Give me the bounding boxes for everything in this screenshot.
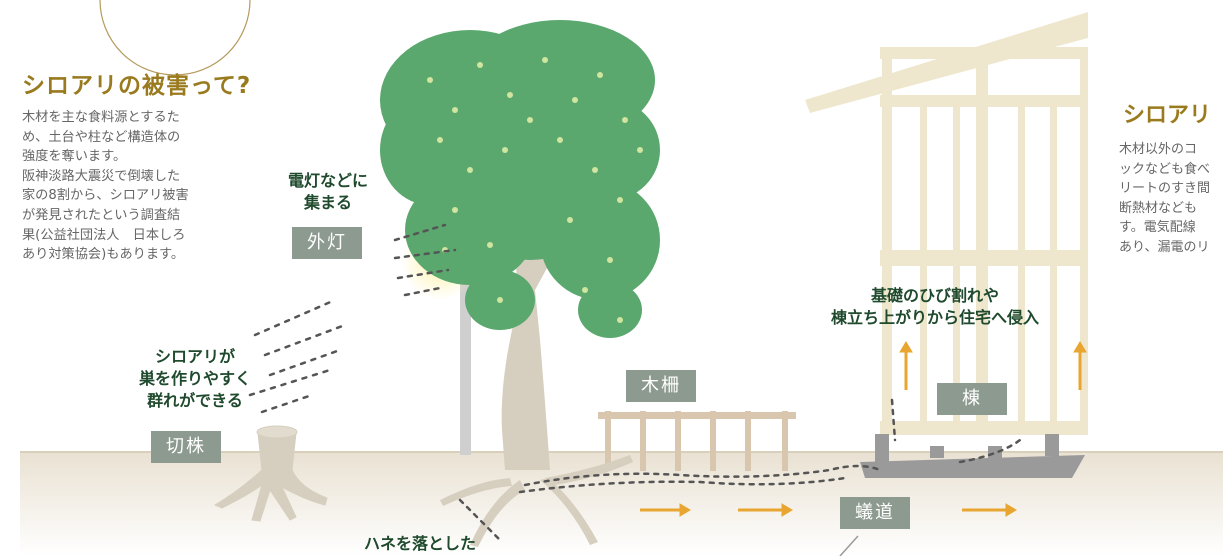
caption-stump: シロアリが 巣を作りやすく 群れができる <box>138 347 251 410</box>
fence <box>598 411 796 471</box>
body-line: あり、漏電のリ <box>1119 239 1210 255</box>
tag-trail: 蟻道 <box>840 497 910 529</box>
body-line: リートのすき間 <box>1119 181 1211 197</box>
left-panel-title: シロアリの被害って? <box>22 73 252 99</box>
pointer-line <box>839 535 859 556</box>
body-line: 阪神淡路大震災で倒壊した <box>22 168 181 184</box>
tag-streetlight: 外灯 <box>292 227 362 259</box>
tag-fence: 木柵 <box>626 370 696 402</box>
left-panel-body: 木材を主な食料源とするた め、土台や柱など構造体の 強度を奪います。 阪神淡路大… <box>22 108 254 265</box>
tree-leaves <box>427 57 643 323</box>
body-line: す。電気配線 <box>1119 220 1196 236</box>
body-line: 強度を奪います。 <box>22 149 127 165</box>
tag-house: 棟 <box>937 383 1007 415</box>
tag-stump: 切株 <box>151 431 221 463</box>
body-line: ックなども食べ <box>1119 161 1211 177</box>
tree-canopy <box>380 20 660 338</box>
stump <box>213 425 328 522</box>
right-panel-body: 木材以外のコ ックなども食べ リートのすき間 断熱材なども す。電気配線 あり、… <box>1119 140 1210 258</box>
decor-circle <box>99 0 251 76</box>
body-line: 断熱材なども <box>1119 200 1198 216</box>
body-line: あり対策協会)もあります。 <box>22 247 185 263</box>
body-line: 木材を主な食料源とするた <box>22 110 180 125</box>
house-frame <box>805 12 1088 435</box>
foundation <box>860 434 1085 478</box>
caption-wings: ハネを落とした <box>363 534 476 553</box>
body-line: 家の8割から、シロアリ被害 <box>22 188 189 204</box>
body-line: 果(公益社団法人 日本しろ <box>22 227 186 243</box>
light-swarm <box>393 223 457 297</box>
swarm <box>248 298 347 414</box>
body-line: が発見されたという調査結 <box>22 207 181 223</box>
arrows <box>640 341 1087 517</box>
body-line: 木材以外のコ <box>1119 142 1198 157</box>
body-line: め、土台や柱など構造体の <box>22 129 181 145</box>
right-panel-title: シロアリ <box>1123 103 1212 128</box>
ant-trail <box>458 398 1022 542</box>
caption-lamp: 電灯などに 集まる <box>287 171 368 212</box>
caption-foundation: 基礎のひび割れや 棟立ち上がりから住宅へ侵入 <box>830 286 1039 327</box>
